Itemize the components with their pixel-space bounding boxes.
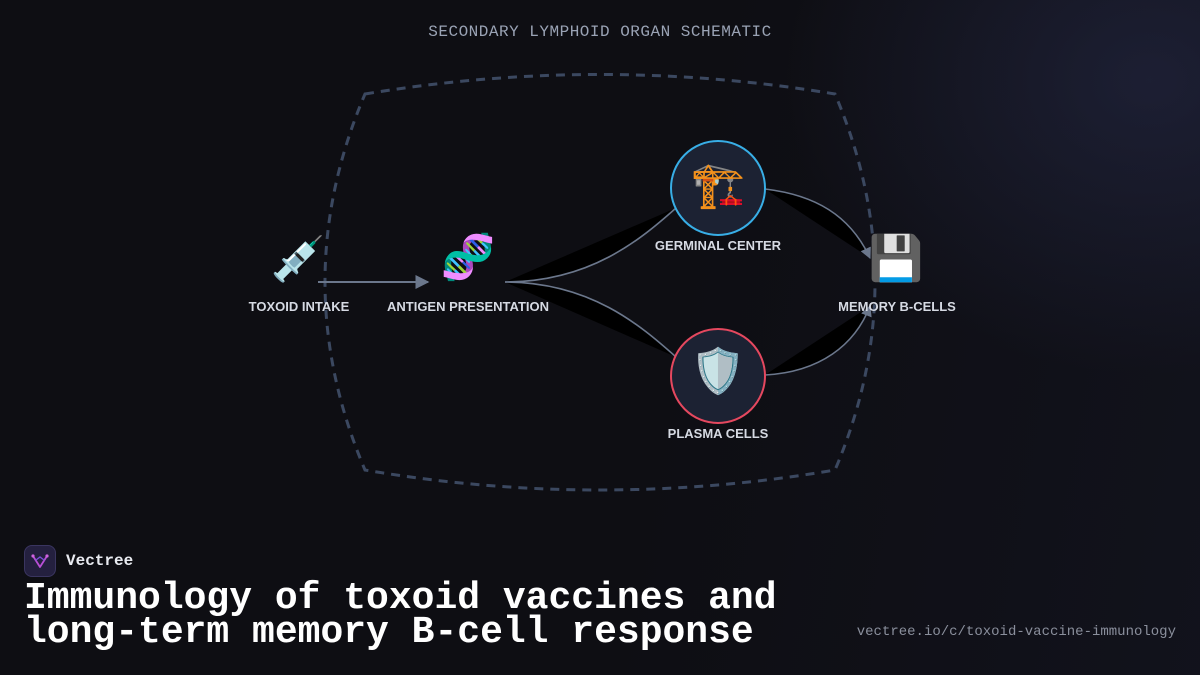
construction-crane-icon: 🏗️ (690, 160, 746, 211)
diagram-title: SECONDARY LYMPHOID ORGAN SCHEMATIC (428, 23, 772, 41)
edge-antigen-to-plasma-cells (504, 281, 677, 358)
shield-icon: 🛡️ (690, 346, 746, 397)
germinal-center-label: GERMINAL CENTER (654, 238, 782, 253)
antigen-presentation-label: ANTIGEN PRESENTATION (386, 299, 550, 314)
headline-line-2: long-term memory B-cell response (24, 611, 754, 654)
plasma-cells-label: PLASMA CELLS (667, 426, 769, 441)
edge-germinal-center-to-memory (764, 188, 871, 260)
memory-b-cells-label: MEMORY B-CELLS (838, 299, 956, 314)
source-url[interactable]: vectree.io/c/toxoid-vaccine-immunology (856, 624, 1176, 640)
edge-antigen-to-germinal-center (504, 207, 677, 283)
dna-icon: 🧬 (440, 232, 496, 283)
brand-name: Vectree (66, 552, 134, 570)
headline-line-1: Immunology of toxoid vaccines and (24, 577, 777, 620)
organ-boundary (323, 73, 877, 492)
edge-plasma-cells-to-memory (764, 304, 872, 376)
syringe-icon: 💉 (270, 234, 326, 285)
germinal-center-node (670, 140, 766, 236)
plasma-cells-node (670, 328, 766, 424)
vectree-logo-icon (24, 545, 56, 577)
floppy-disk-icon: 💾 (868, 233, 924, 284)
toxoid-intake-label: TOXOID INTAKE (248, 299, 350, 314)
brand: Vectree (24, 544, 133, 578)
page-headline: Immunology of toxoid vaccines and long-t… (24, 577, 824, 654)
